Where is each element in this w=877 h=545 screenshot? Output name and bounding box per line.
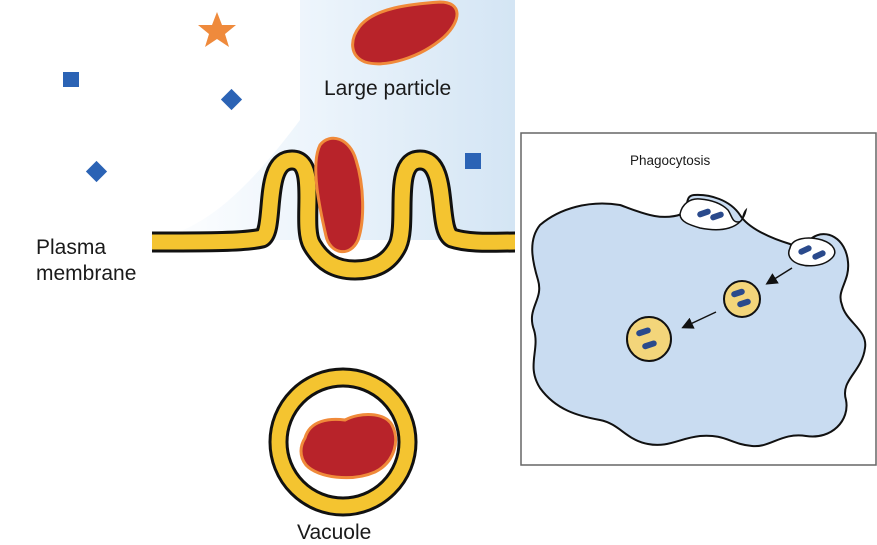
square-molecule-icon (465, 153, 481, 169)
arrow-icon (765, 267, 793, 285)
phagocytosis-title: Phagocytosis (630, 153, 711, 168)
large-particle (351, 0, 459, 66)
bacterium-icon (812, 250, 826, 260)
bacterium-icon (697, 208, 711, 218)
phagosome-2 (626, 316, 672, 362)
diamond-molecule-icon (85, 160, 108, 183)
diamond-molecule-icon (220, 88, 243, 111)
extracellular-fluid (152, 0, 515, 240)
pseudopod-right (787, 237, 836, 267)
plasma-label: Plasma (36, 236, 107, 259)
membrane-label: membrane (36, 262, 137, 285)
bacterium-icon (710, 211, 724, 221)
square-molecule-icon (63, 72, 79, 87)
large-particle-label: Large particle (324, 77, 452, 100)
bacterium-icon (798, 245, 812, 255)
phagosome-1 (723, 280, 761, 318)
arrow-icon (681, 311, 717, 329)
engulfed-particle (314, 136, 365, 253)
vacuole-particle (299, 413, 398, 480)
star-icon (198, 12, 236, 47)
vacuole-label: Vacuole (297, 521, 372, 544)
